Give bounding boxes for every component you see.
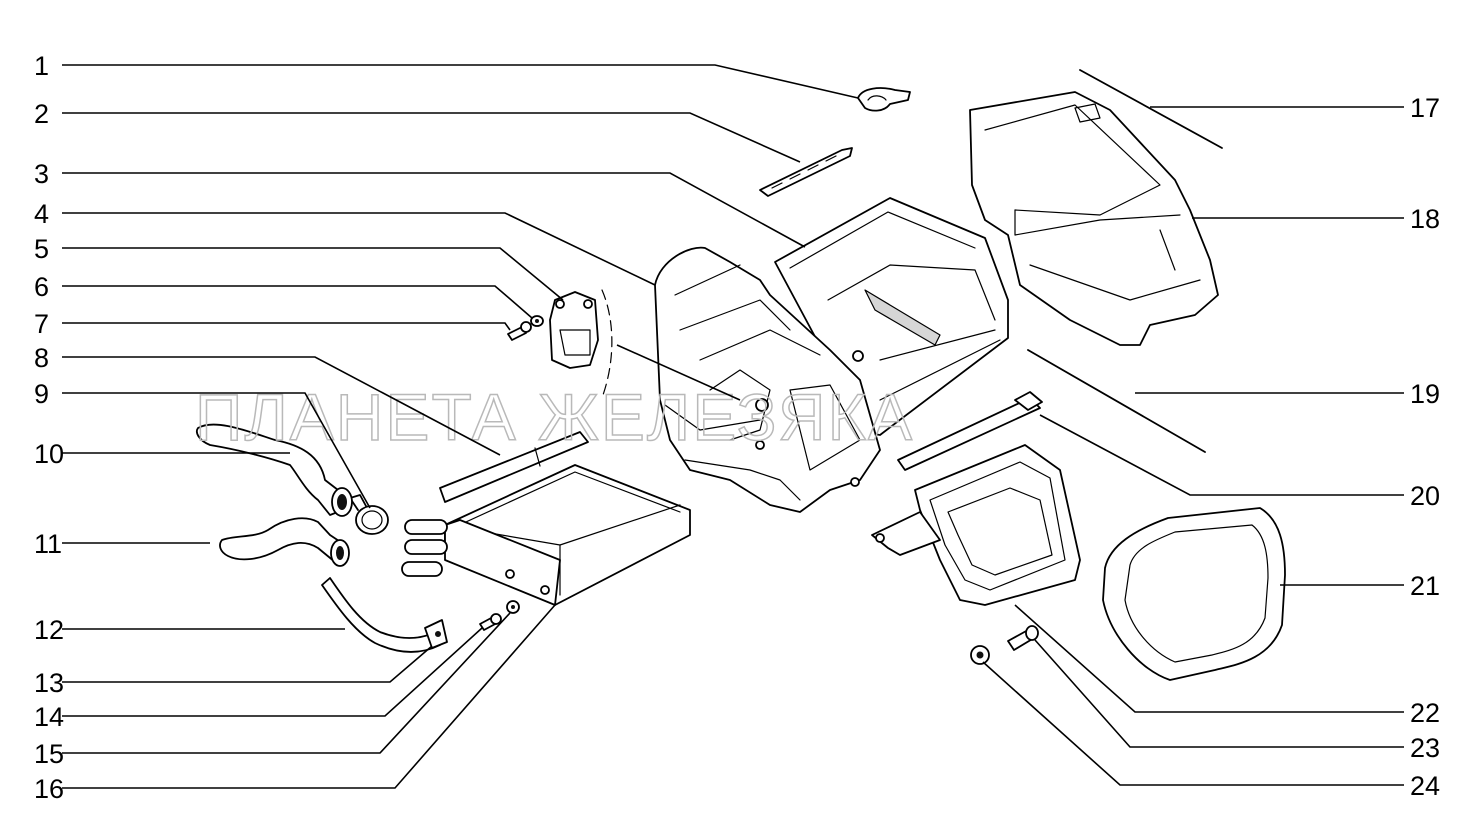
callout-2: 2 [34, 99, 49, 129]
part-5-servo [549, 289, 613, 396]
part-14-screw [479, 613, 502, 631]
leader-lines [62, 64, 1404, 789]
callout-3: 3 [34, 159, 49, 189]
part-13-tube-clip [424, 619, 448, 649]
callout-20: 20 [1410, 481, 1440, 511]
part-17-rod [1079, 69, 1223, 149]
part-7-screw [507, 321, 532, 341]
part-9-clamp [349, 494, 389, 535]
callout-9: 9 [34, 379, 49, 409]
callout-15: 15 [34, 739, 64, 769]
callout-numbers-right: 17 18 19 20 21 22 23 24 [1410, 93, 1440, 801]
callout-13: 13 [34, 668, 64, 698]
callout-22: 22 [1410, 698, 1440, 728]
part-18-cover [969, 91, 1219, 346]
part-20-bar-seal [897, 391, 1043, 471]
callout-6: 6 [34, 272, 49, 302]
part-23-bolt [1007, 625, 1039, 651]
part-10-upper-hose [196, 423, 353, 517]
callout-11: 11 [34, 529, 62, 559]
part-16-heater-core [401, 464, 691, 606]
part-8-seal-strip [439, 431, 589, 503]
part-19-rod [1027, 349, 1206, 453]
callout-4: 4 [34, 199, 49, 229]
callout-19: 19 [1410, 379, 1440, 409]
part-4-lower-housing [654, 246, 881, 513]
part-1-clip [857, 87, 911, 112]
callout-numbers-left: 1 2 3 4 5 6 7 8 9 10 11 12 13 14 15 16 [34, 51, 64, 804]
callout-23: 23 [1410, 733, 1440, 763]
part-2-strap [759, 147, 853, 197]
callout-21: 21 [1410, 571, 1440, 601]
callout-7: 7 [34, 309, 49, 339]
watermark: ПЛАНЕТА ЖЕЛЕЗЯКА [195, 380, 914, 454]
callout-17: 17 [1410, 93, 1440, 123]
callout-14: 14 [34, 702, 64, 732]
callout-10: 10 [34, 439, 64, 469]
part-22-flap [871, 444, 1081, 606]
callout-12: 12 [34, 615, 64, 645]
part-11-lower-hose [219, 517, 350, 567]
part-6-washer [530, 315, 544, 327]
callout-1: 1 [34, 51, 49, 81]
callout-8: 8 [34, 343, 49, 373]
part-15-washer [506, 600, 520, 614]
callout-24: 24 [1410, 771, 1440, 801]
part-12-drain-tube [321, 577, 441, 653]
part-21-gasket [1102, 507, 1286, 681]
callout-5: 5 [34, 234, 49, 264]
callout-18: 18 [1410, 204, 1440, 234]
part-24-nut [970, 645, 990, 665]
callout-16: 16 [34, 774, 64, 804]
